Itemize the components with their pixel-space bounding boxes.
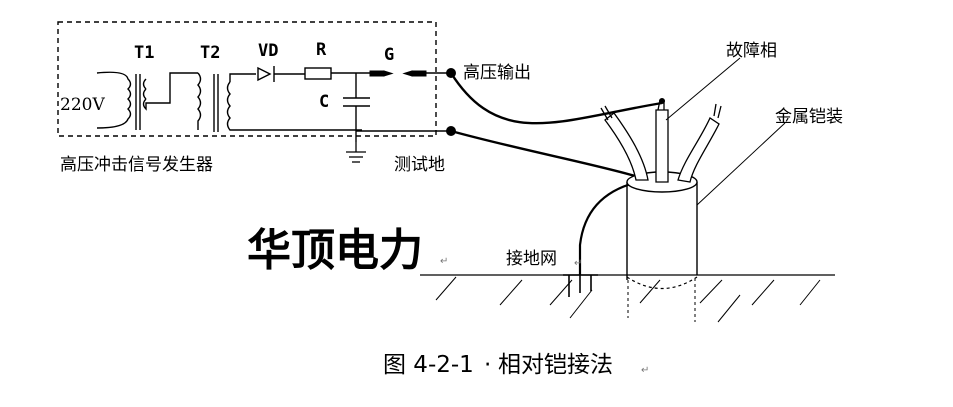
t1-label: T1 <box>134 43 154 63</box>
vd-diode <box>257 66 305 82</box>
cable-cores <box>600 99 722 183</box>
test-ground-wire <box>450 129 643 180</box>
brand-watermark: 华顶电力 <box>247 225 423 276</box>
fault-phase-clip <box>659 98 665 104</box>
voltage-label: 220V <box>60 95 105 115</box>
caption-dot: · <box>484 352 491 378</box>
paragraph-mark: ↵ <box>440 256 448 267</box>
hv-output-label: 高压输出 <box>463 63 531 83</box>
c-label: C <box>319 92 329 112</box>
armor-leader <box>696 122 786 206</box>
generator-box-label: 高压冲击信号发生器 <box>60 155 213 175</box>
cable-body <box>626 171 698 322</box>
t1-transformer <box>96 71 362 132</box>
faulty-phase-label: 故障相 <box>726 41 777 61</box>
ground-symbol <box>346 142 366 163</box>
hv-output-wire <box>449 72 663 125</box>
vd-label: VD <box>258 41 278 61</box>
figure-number: 图 4-2-1 <box>383 352 474 378</box>
paragraph-mark: ↵ <box>641 365 649 376</box>
r-resistor <box>304 67 332 80</box>
c-capacitor <box>343 73 370 142</box>
ground-net-label: 接地网 <box>506 249 557 269</box>
test-ground-label: 测试地 <box>394 155 445 175</box>
g-spark-gap <box>369 70 451 77</box>
paragraph-mark: ↵ <box>574 258 582 269</box>
g-label: G <box>384 45 394 65</box>
figure-title: 相对铠接法 <box>498 352 613 378</box>
generator-box <box>57 21 437 137</box>
t2-label: T2 <box>200 43 220 63</box>
faulty-phase-leader <box>665 57 741 121</box>
armor-label: 金属铠装 <box>775 107 843 127</box>
ground-hatching <box>435 276 821 323</box>
r-label: R <box>316 40 327 60</box>
